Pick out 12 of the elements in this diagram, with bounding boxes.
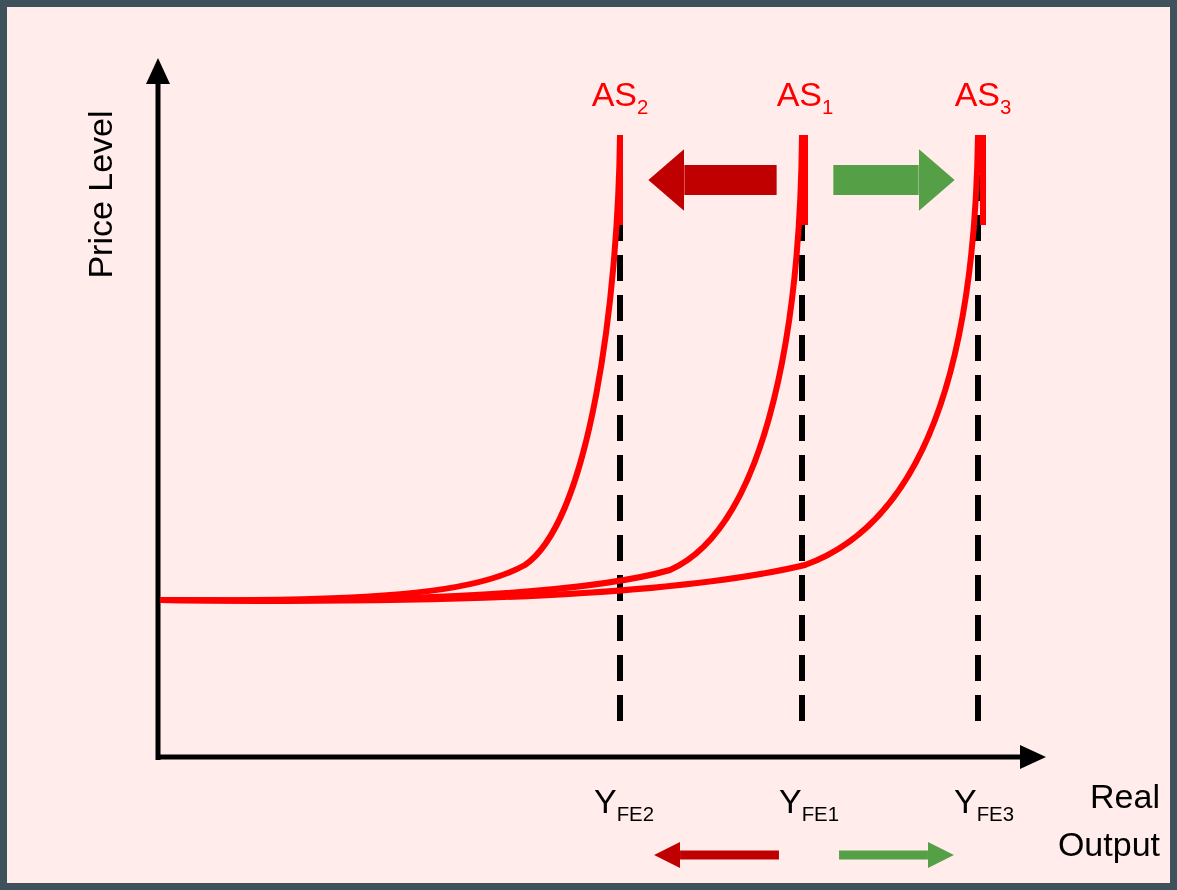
curve-label: AS$_{3}$ [953,75,1013,119]
curve-label: AS$_{1}$ [775,75,835,119]
curve-label: AS$_{2}$ [590,75,650,119]
axis-title: Price Level [80,109,120,281]
axis-tick-label: Y$_{FE3}$ [952,782,1016,826]
axis-title: Real Output [1056,776,1160,865]
shift-arrow [648,149,777,211]
axis-tick-label: Y$_{FE2}$ [592,782,656,826]
arrow [839,842,954,868]
arrow [654,842,779,868]
axis-tick-label: Y$_{FE1}$ [777,782,841,826]
shift-arrow [833,149,955,211]
